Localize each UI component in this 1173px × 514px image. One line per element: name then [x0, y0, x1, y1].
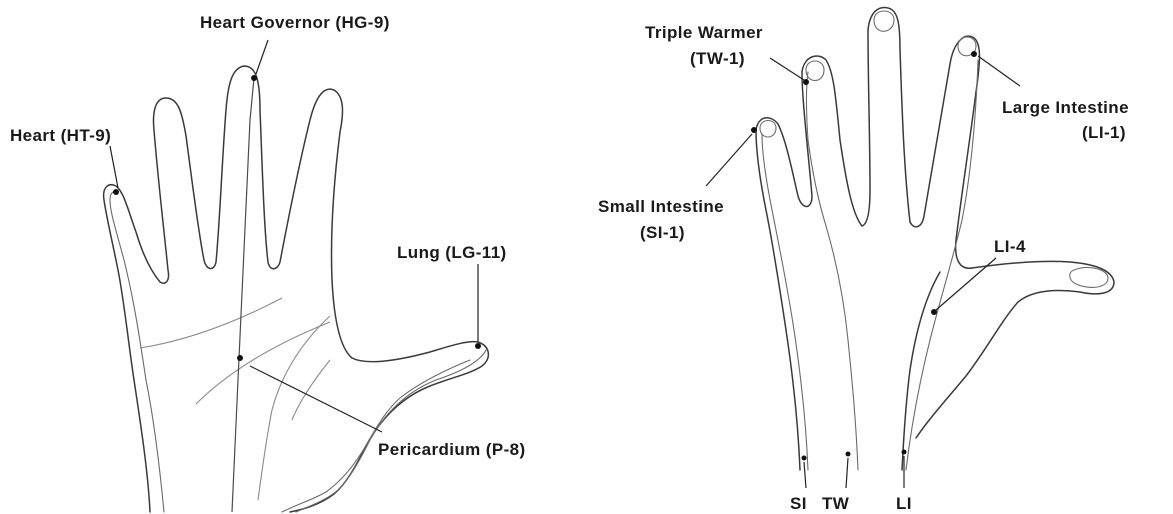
label-lung: Lung (LG-11) — [397, 243, 507, 262]
nail-pinky — [760, 121, 776, 138]
ht9-point — [113, 189, 119, 195]
label-small-intestine-code: (SI-1) — [640, 223, 685, 242]
nail-thumb — [1070, 268, 1108, 288]
lg11-point — [475, 343, 481, 349]
label-small-intestine: Small Intestine — [598, 197, 724, 216]
back-wrist-right — [902, 272, 940, 470]
tw-leader — [846, 458, 848, 488]
label-triple-warmer-code: (TW-1) — [690, 49, 745, 68]
palm-thumb-contour — [282, 360, 470, 512]
tw1-leader — [770, 58, 804, 80]
palm-heart-line — [140, 298, 282, 348]
label-heart-governor: Heart Governor (HG-9) — [200, 13, 390, 32]
label-si: SI — [790, 494, 807, 513]
label-li4: LI-4 — [994, 237, 1026, 256]
label-pericardium: Pericardium (P-8) — [378, 440, 526, 459]
palm-meridian-line — [232, 78, 254, 512]
hg9-point — [251, 75, 257, 81]
tw-wrist-point — [846, 452, 851, 457]
si-leader — [804, 462, 806, 488]
p8-point — [237, 355, 243, 361]
nail-ring — [806, 61, 824, 81]
label-triple-warmer: Triple Warmer — [645, 23, 763, 42]
back-outline — [756, 8, 1114, 470]
si-wrist-point — [802, 456, 807, 461]
ht9-leader — [110, 146, 118, 188]
palm-thenar-crease — [258, 316, 330, 500]
label-tw: TW — [822, 494, 850, 513]
back-hand — [706, 8, 1114, 488]
nail-middle — [874, 11, 894, 31]
si1-leader — [706, 134, 752, 186]
hg9-leader — [256, 40, 268, 74]
label-li: LI — [896, 494, 912, 513]
label-large-intestine-code: (LI-1) — [1082, 123, 1126, 142]
back-li-meridian — [906, 60, 978, 470]
si1-point — [751, 127, 757, 133]
label-large-intestine: Large Intestine — [1002, 98, 1129, 117]
palm-head-line — [196, 322, 330, 404]
label-heart: Heart (HT-9) — [10, 126, 111, 145]
li1-point — [971, 51, 977, 57]
li-wrist-point — [902, 450, 907, 455]
li1-leader — [978, 56, 1020, 86]
